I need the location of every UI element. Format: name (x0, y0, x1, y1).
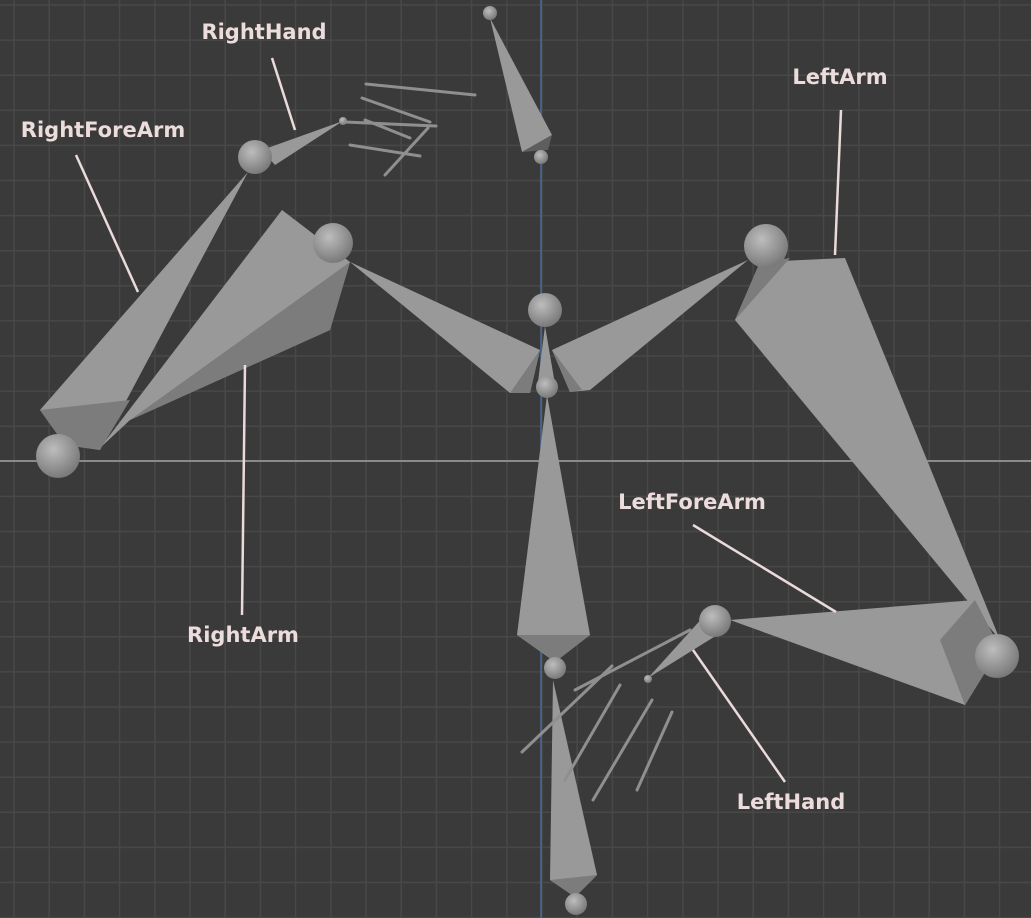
spine-bone[interactable] (517, 395, 590, 662)
right-shoulder-joint[interactable] (313, 223, 353, 263)
left-arm-bone[interactable] (735, 258, 1000, 640)
label-right-arm: RightArm (187, 623, 299, 647)
left-forearm-bone[interactable] (730, 600, 1000, 705)
right-elbow-joint[interactable] (36, 434, 80, 478)
label-left-fore-arm: LeftForeArm (618, 490, 766, 514)
hips-bone[interactable] (550, 680, 597, 897)
spine-bone-shade (517, 635, 590, 662)
right-hand-bone[interactable] (262, 121, 343, 165)
chest-joint[interactable] (528, 293, 562, 327)
left-shoulder-joint[interactable] (744, 224, 788, 268)
head-bone-shade (522, 135, 552, 152)
right-arm-shade (130, 262, 350, 420)
hips-bone-shade (550, 875, 597, 897)
head-bone[interactable] (490, 18, 552, 152)
left-wrist-joint[interactable] (699, 605, 731, 637)
left-arm-shade (735, 258, 790, 320)
label-right-fore-arm: RightForeArm (20, 118, 186, 142)
head-top-joint[interactable] (483, 6, 497, 20)
left-forearm-shade (940, 600, 1000, 705)
skeleton[interactable] (36, 6, 1019, 915)
left-shoulder-shade (552, 350, 582, 392)
left-hand-joint (644, 675, 652, 683)
left-shoulder-bone[interactable] (552, 260, 748, 392)
label-left-arm: LeftArm (792, 65, 888, 89)
upper-spine-bone[interactable] (537, 326, 556, 390)
spine-joint[interactable] (536, 376, 558, 398)
label-left-hand: LeftHand (736, 790, 846, 814)
left-elbow-joint[interactable] (975, 634, 1019, 678)
right-arm-bone[interactable] (100, 210, 350, 448)
right-shoulder-shade (510, 350, 540, 393)
right-shoulder-bone[interactable] (350, 262, 540, 393)
hips-joint[interactable] (544, 657, 566, 679)
root-joint[interactable] (565, 893, 587, 915)
right-wrist-joint[interactable] (238, 140, 272, 174)
label-leaders (74, 57, 843, 783)
left-hand-fingers[interactable] (520, 628, 692, 802)
right-hand-fingers[interactable] (343, 82, 477, 177)
neck-joint[interactable] (534, 150, 548, 164)
right-forearm-bone[interactable] (40, 172, 248, 450)
label-right-hand: RightHand (201, 20, 327, 44)
